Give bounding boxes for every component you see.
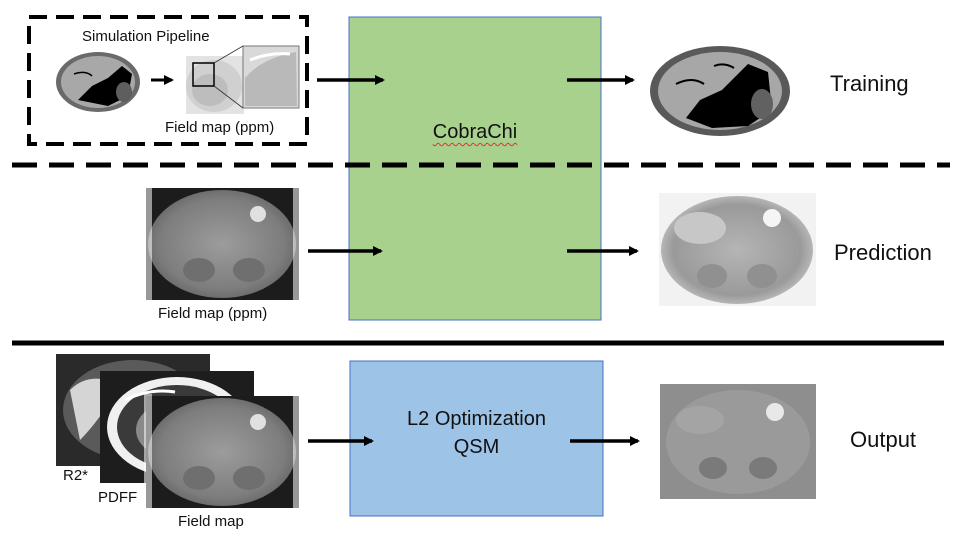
pdff-label: PDFF [98,489,138,506]
prediction-row-label: Prediction [834,240,932,265]
l2-optimization-label: L2 Optimization QSM [350,405,603,461]
l2-optimization-box [349,360,604,517]
cobrachi-box [348,16,602,321]
l2-line-1: L2 Optimization [407,408,546,430]
cobrachi-label: CobraChi [349,118,601,146]
cobrachi-text: CobraChi [432,121,518,143]
r2star-label: R2* [63,467,89,484]
simulation-pipeline-box [27,15,309,146]
segmentation-output-image [650,46,790,136]
simulation-pipeline-title: Simulation Pipeline [82,28,210,45]
prediction-field-map-label: Field map (ppm) [158,305,268,322]
output-field-map-label: Field map [178,513,244,530]
field-map-sim-image [186,45,300,114]
small-segmentation-image [56,52,140,112]
output-row-label: Output [850,427,917,452]
qsm-output-image [660,384,816,499]
prediction-input-image [144,186,301,302]
sim-field-map-label: Field map (ppm) [165,119,275,136]
prediction-output-image [659,193,816,306]
l2-line-2: QSM [453,436,500,458]
training-row-label: Training [830,71,909,96]
field-map-output-image [144,394,301,510]
